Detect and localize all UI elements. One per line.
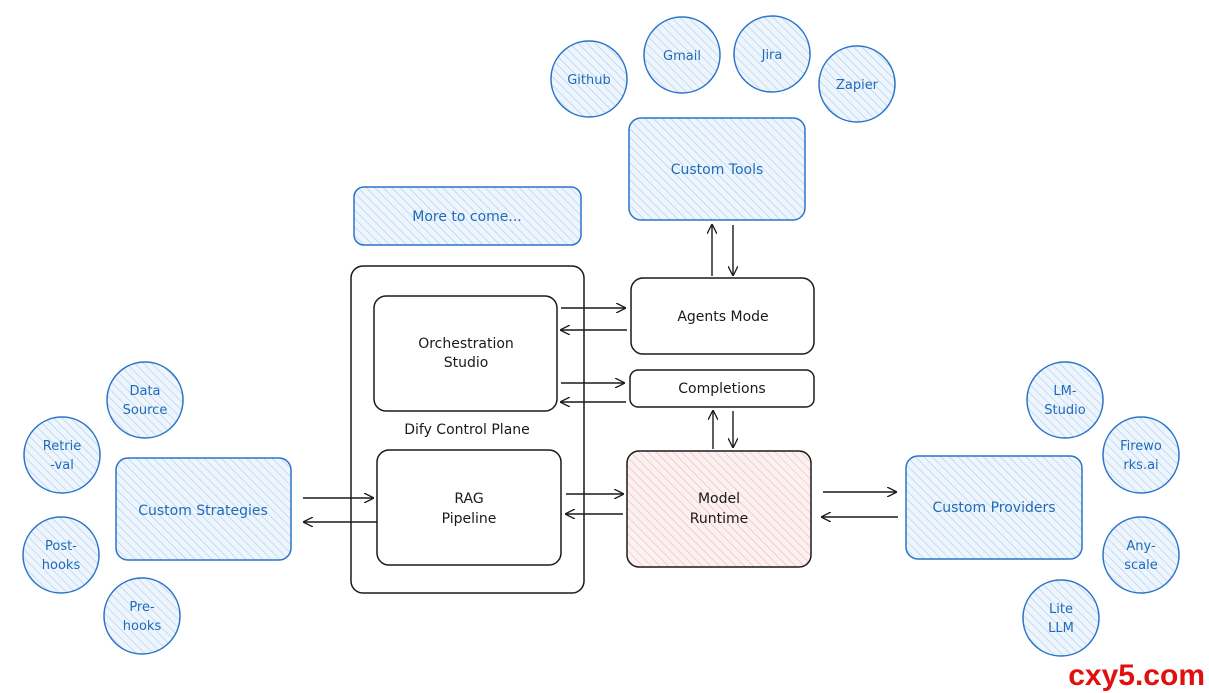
anyscale-node: Any- scale xyxy=(1102,516,1180,594)
github-node: Github xyxy=(550,40,628,118)
anyscale-line1: Any- xyxy=(1126,539,1156,554)
orchestration-label-line2: Studio xyxy=(444,355,489,371)
pre-hooks-line2: hooks xyxy=(123,619,162,634)
data-source-node: Data Source xyxy=(106,361,184,439)
post-hooks-line2: hooks xyxy=(42,558,81,573)
data-source-line1: Data xyxy=(129,384,160,399)
model-runtime-box: Model Runtime xyxy=(626,450,812,568)
custom-strategies-box: Custom Strategies xyxy=(115,457,292,561)
model-runtime-line2: Runtime xyxy=(690,511,748,527)
lite-llm-line1: Lite xyxy=(1049,602,1073,617)
retrieval-line2: -val xyxy=(50,458,74,473)
agents-mode-box: Agents Mode xyxy=(630,277,815,355)
completions-label: Completions xyxy=(678,381,765,397)
pre-hooks-node: Pre- hooks xyxy=(103,577,181,655)
orchestration-studio-box: Orchestration Studio xyxy=(373,295,558,412)
github-label: Github xyxy=(567,73,611,88)
rag-label-line1: RAG xyxy=(454,491,483,507)
agents-mode-label: Agents Mode xyxy=(677,309,768,325)
anyscale-line2: scale xyxy=(1124,558,1158,573)
more-to-come-label: More to come... xyxy=(412,209,522,225)
lite-llm-line2: LLM xyxy=(1048,621,1074,636)
rag-pipeline-box: RAG Pipeline xyxy=(376,449,562,566)
custom-providers-box: Custom Providers xyxy=(905,455,1083,560)
pre-hooks-line1: Pre- xyxy=(129,600,155,615)
post-hooks-line1: Post- xyxy=(45,539,77,554)
completions-box: Completions xyxy=(629,369,815,408)
zapier-node: Zapier xyxy=(818,45,896,123)
retrieval-node: Retrie -val xyxy=(23,416,101,494)
gmail-node: Gmail xyxy=(643,16,721,94)
orchestration-label-line1: Orchestration xyxy=(418,336,514,352)
lm-studio-line1: LM- xyxy=(1053,384,1076,399)
zapier-label: Zapier xyxy=(836,78,879,93)
custom-tools-label: Custom Tools xyxy=(671,162,764,178)
retrieval-line1: Retrie xyxy=(43,439,82,454)
fireworks-line2: rks.ai xyxy=(1123,458,1158,473)
control-plane-label: Dify Control Plane xyxy=(404,422,530,438)
control-plane-box: Dify Control Plane xyxy=(350,265,585,594)
lite-llm-node: Lite LLM xyxy=(1022,579,1100,657)
fireworks-line1: Firewo xyxy=(1120,439,1162,454)
watermark-text: cxy5.com xyxy=(1068,659,1205,692)
custom-tools-box: Custom Tools xyxy=(628,117,806,221)
custom-providers-label: Custom Providers xyxy=(932,500,1055,516)
post-hooks-node: Post- hooks xyxy=(22,516,100,594)
lm-studio-line2: Studio xyxy=(1044,403,1085,418)
custom-strategies-label: Custom Strategies xyxy=(138,503,268,519)
fireworks-node: Firewo rks.ai xyxy=(1102,416,1180,494)
more-to-come-box: More to come... xyxy=(353,186,582,246)
jira-node: Jira xyxy=(733,15,811,93)
lm-studio-node: LM- Studio xyxy=(1026,361,1104,439)
rag-label-line2: Pipeline xyxy=(442,511,497,527)
connector-arrows xyxy=(303,225,898,522)
jira-label: Jira xyxy=(761,48,783,63)
gmail-label: Gmail xyxy=(663,49,701,64)
data-source-line2: Source xyxy=(123,403,168,418)
model-runtime-line1: Model xyxy=(698,491,740,507)
